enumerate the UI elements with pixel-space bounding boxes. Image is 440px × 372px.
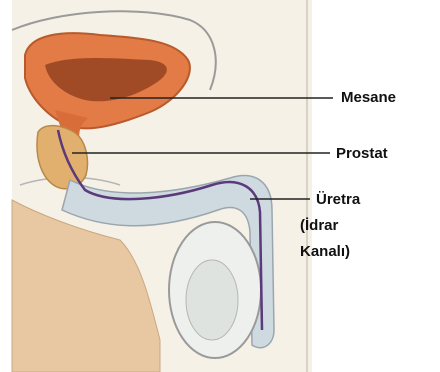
label-prostate: Prostat (336, 144, 388, 164)
label-urethra-line-3: Kanalı) (300, 242, 350, 262)
label-urethra-line-1: Üretra (316, 190, 360, 210)
label-urethra-line-2: (İdrar (300, 216, 338, 236)
label-bladder: Mesane (341, 88, 396, 108)
testicle-inner (186, 260, 238, 340)
